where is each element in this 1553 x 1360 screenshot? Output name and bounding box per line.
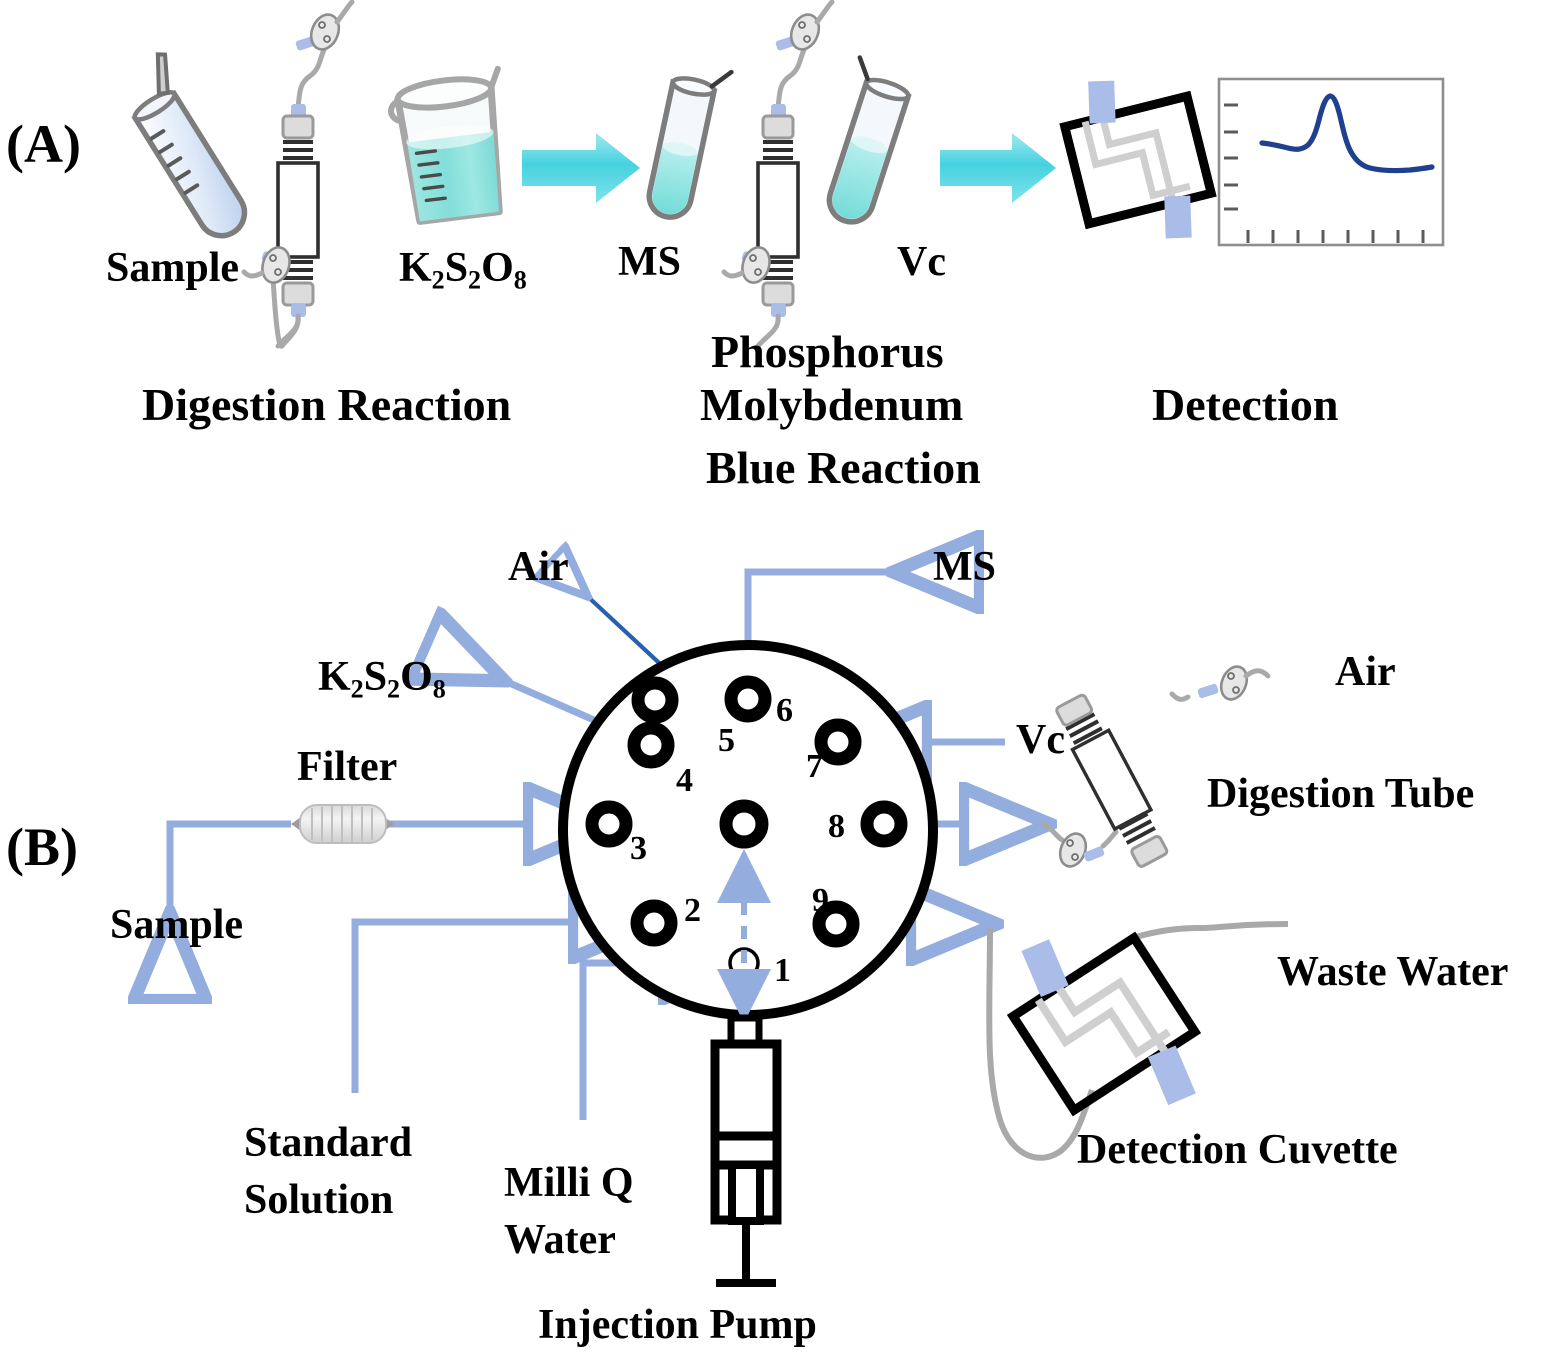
panel-b-tag: (B) (6, 817, 78, 877)
persulfate-o: O (481, 245, 514, 291)
label-detection: Detection (1152, 379, 1339, 430)
waste-tubing (986, 921, 1289, 1161)
valve-port-8 (860, 800, 908, 848)
valve-port-label-7: 7 (806, 748, 823, 785)
valve-port-6 (724, 675, 772, 723)
valve-port-center (719, 799, 769, 849)
digestion-tube-icon-2 (721, 0, 835, 349)
valve-port-label-4: 4 (676, 762, 693, 799)
label-pmb-line1: Phosphorus (711, 326, 944, 377)
valve-port-label-3: 3 (630, 830, 647, 867)
valve-port-7 (814, 718, 862, 766)
label-filter: Filter (297, 744, 398, 790)
label-sample-b: Sample (110, 902, 244, 948)
digestion-tube-icon-b (1040, 665, 1271, 868)
persulfate-k: K (399, 245, 432, 291)
filter-icon (291, 804, 394, 844)
panel-a-tag: (A) (6, 114, 81, 174)
valve-port-label-6: 6 (776, 692, 793, 729)
valve-port-5 (631, 676, 679, 724)
panel-a-graphics (131, 0, 1445, 349)
valve-port-4 (627, 721, 675, 769)
test-tube-icon-vc (826, 55, 912, 225)
valve-port-label-5: 5 (718, 722, 735, 759)
label-milli-q-line2: Water (504, 1217, 616, 1263)
persulfate-b-sub2a: 2 (350, 674, 364, 704)
detection-cuvette-icon-a (1059, 80, 1217, 239)
detection-cuvette-icon-b (1006, 931, 1202, 1117)
injection-pump-icon (710, 1014, 782, 1287)
signal-peak-chart-icon (1217, 77, 1445, 247)
persulfate-b-s: S (363, 654, 388, 700)
valve-port-label-8: 8 (828, 808, 845, 845)
label-persulfate-a: K2S2O8 (399, 245, 527, 295)
persulfate-b-sub8: 8 (432, 674, 446, 704)
persulfate-sub2b: 2 (468, 265, 482, 295)
valve-port-label-1: 1 (774, 952, 791, 989)
persulfate-b-k: K (318, 654, 351, 700)
test-tube-icon-sample (131, 52, 248, 239)
label-vc-a: Vc (897, 239, 946, 285)
multi-position-valve-body (558, 640, 938, 1023)
label-air-right: Air (1335, 649, 1396, 695)
label-ms-b: MS (933, 544, 996, 590)
label-milli-q-line1: Milli Q (504, 1160, 634, 1206)
label-detection-cuvette: Detection Cuvette (1077, 1127, 1398, 1173)
persulfate-sub8: 8 (513, 265, 527, 295)
label-injection-pump: Injection Pump (538, 1302, 817, 1348)
label-sample-a: Sample (106, 245, 240, 291)
process-arrow-icon-1 (522, 133, 640, 203)
valve-port-9 (812, 900, 860, 948)
persulfate-b-o: O (400, 654, 433, 700)
panel-b-graphics (170, 572, 1289, 1287)
pinch-connector-icon (241, 0, 355, 284)
valve-port-3 (585, 800, 633, 848)
persulfate-s: S (444, 245, 469, 291)
label-air-left: Air (508, 544, 569, 590)
label-standard-solution-line1: Standard (244, 1120, 413, 1166)
label-pmb-line2: Molybdenum (700, 379, 964, 430)
label-standard-solution-line2: Solution (244, 1177, 394, 1223)
beaker-icon (388, 65, 503, 225)
persulfate-b-sub2b: 2 (387, 674, 401, 704)
label-ms-a: MS (618, 239, 681, 285)
pinch-connector-icon (721, 0, 835, 284)
label-waste-water: Waste Water (1277, 949, 1509, 995)
persulfate-sub2a: 2 (431, 265, 445, 295)
digestion-tube-icon-1 (241, 0, 355, 349)
label-vc-b: Vc (1016, 717, 1065, 763)
valve-port-label-2: 2 (684, 892, 701, 929)
label-digestion-tube: Digestion Tube (1207, 771, 1475, 817)
label-pmb-line3: Blue Reaction (706, 442, 981, 493)
test-tube-icon-ms (646, 69, 734, 220)
valve-port-label-9: 9 (812, 882, 829, 919)
valve-port-2 (630, 899, 678, 947)
label-digestion-reaction: Digestion Reaction (142, 379, 512, 430)
process-arrow-icon-2 (940, 133, 1056, 203)
label-persulfate-b: K2S2O8 (318, 654, 446, 704)
